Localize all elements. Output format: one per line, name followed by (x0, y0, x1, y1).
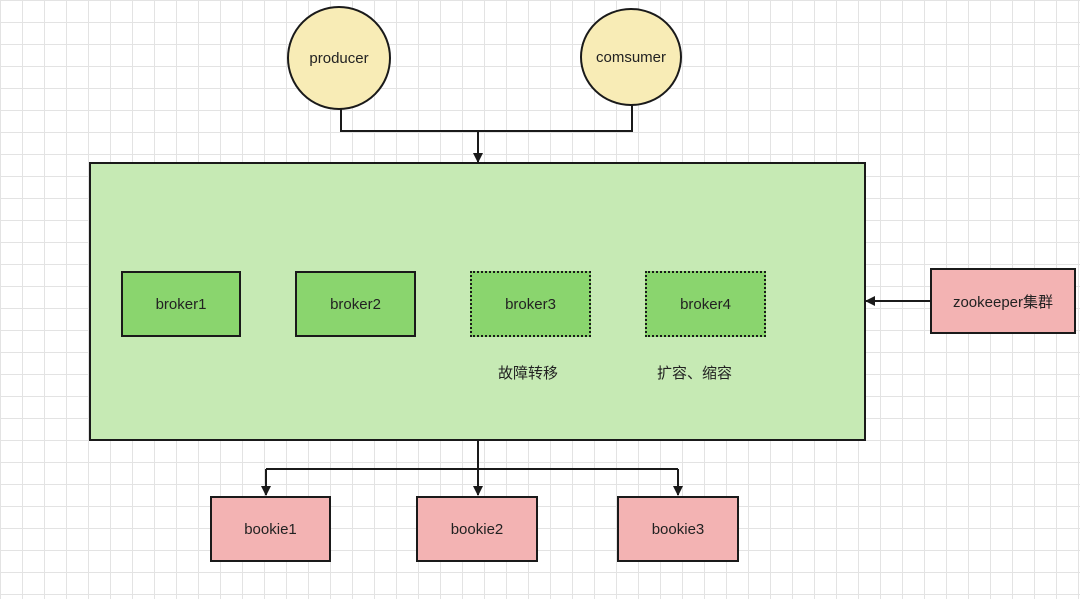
bookie2-label: bookie2 (450, 520, 504, 538)
failover-annotation: 故障转移 (498, 365, 559, 382)
broker3-label: broker3 (505, 295, 556, 313)
broker4-label: broker4 (680, 295, 731, 313)
bookie2-node: bookie2 (416, 496, 538, 562)
broker4-node: broker4 (645, 271, 766, 337)
broker2-label: broker2 (330, 295, 381, 313)
producer-label: producer (309, 49, 369, 67)
consumer-node: comsumer (580, 8, 682, 106)
broker1-label: broker1 (155, 295, 207, 313)
zookeeper-label: zookeeper集群 (952, 293, 1054, 311)
broker3-node: broker3 (470, 271, 591, 337)
broker2-node: broker2 (295, 271, 416, 337)
consumer-label: comsumer (595, 48, 666, 66)
broker1-node: broker1 (121, 271, 241, 337)
edge-consumer-to-cluster (478, 104, 633, 132)
zookeeper-node: zookeeper集群 (930, 268, 1076, 334)
edge-producer-to-cluster (340, 107, 478, 132)
bookie3-label: bookie3 (651, 520, 705, 538)
bookie1-node: bookie1 (210, 496, 331, 562)
scaling-annotation: 扩容、缩容 (657, 365, 733, 382)
producer-node: producer (287, 6, 391, 110)
bookie1-label: bookie1 (244, 520, 297, 538)
bookie3-node: bookie3 (617, 496, 739, 562)
